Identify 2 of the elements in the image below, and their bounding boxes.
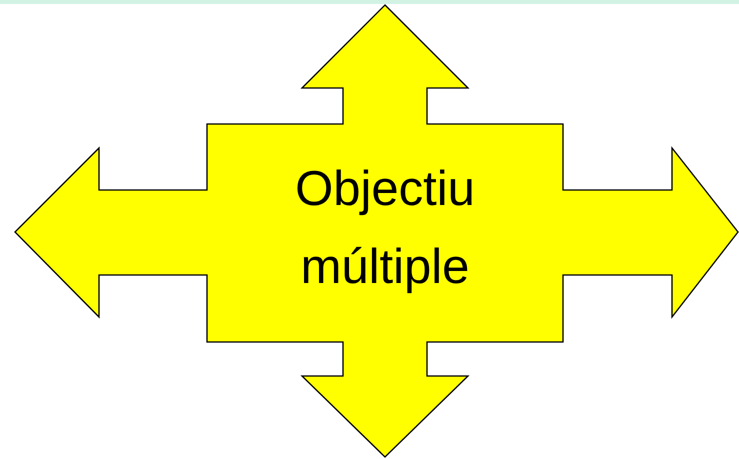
shape-label: Objectiu múltiple [294,161,476,296]
four-way-arrow-shape [15,5,739,458]
